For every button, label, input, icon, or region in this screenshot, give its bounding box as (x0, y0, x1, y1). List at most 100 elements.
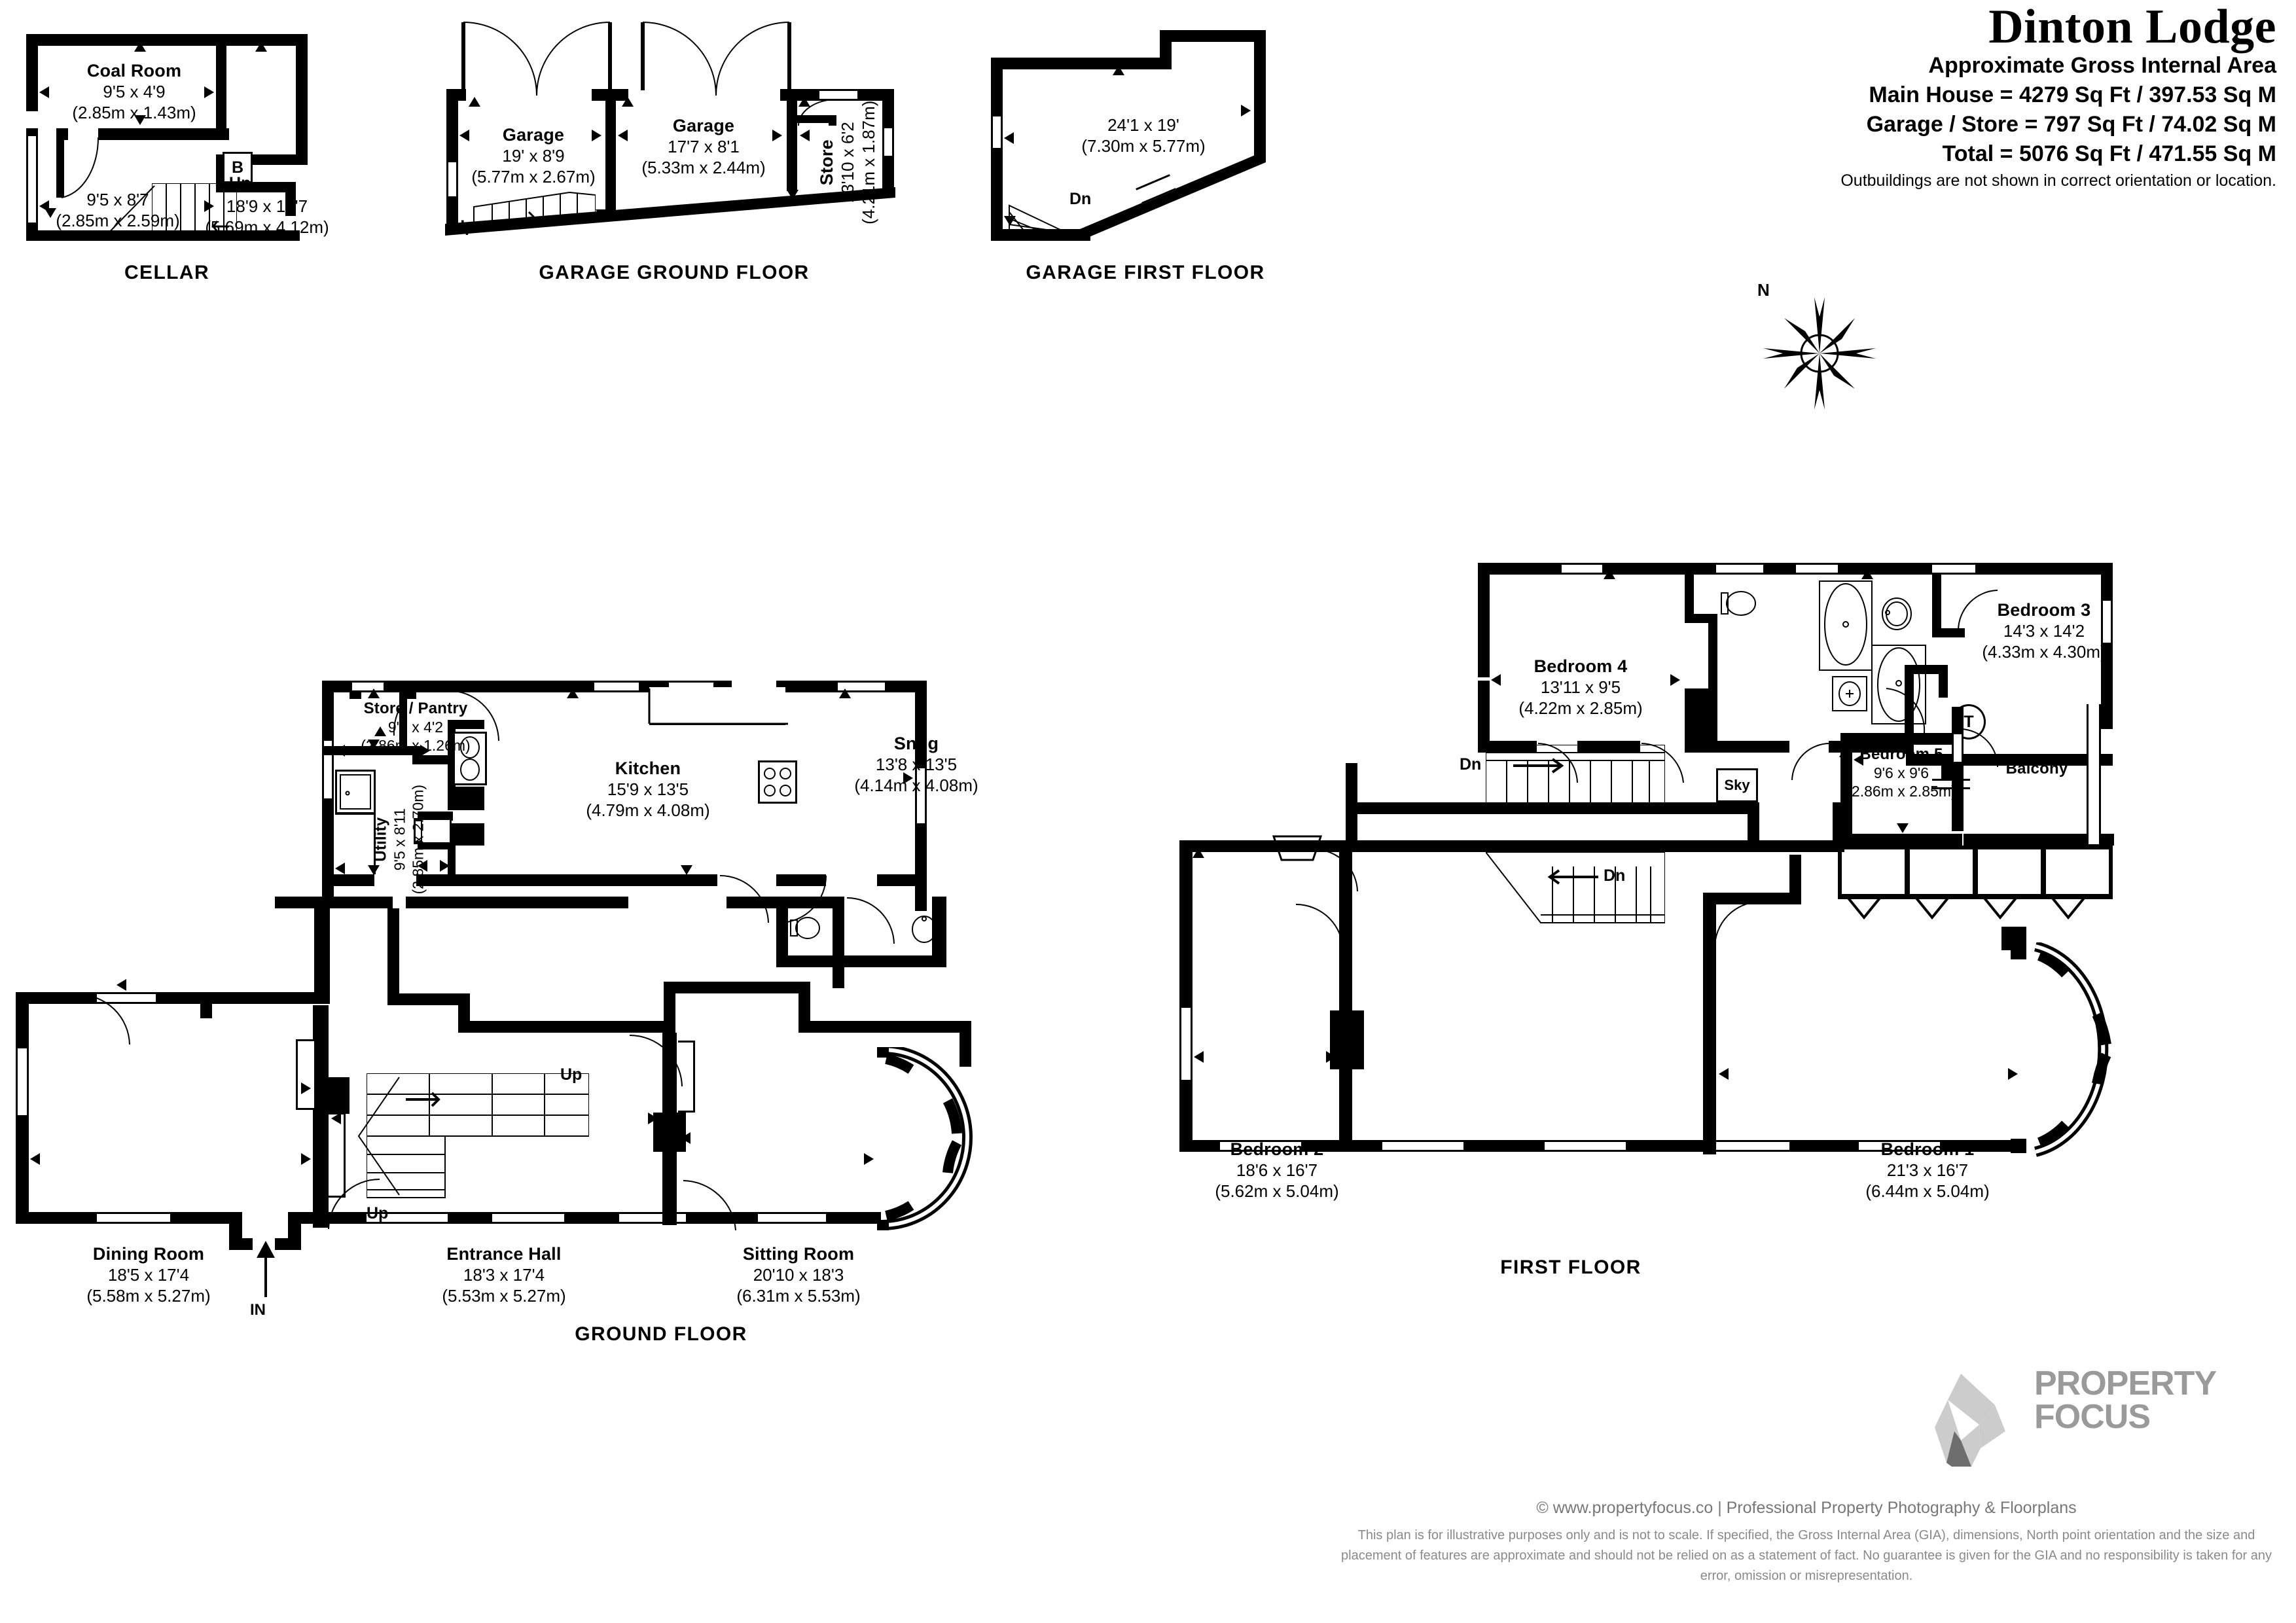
header-garage-area: Garage / Store = 797 Sq Ft / 74.02 Sq M (1866, 111, 2276, 137)
gf-up-label-2: Up (367, 1204, 389, 1222)
gf-window-main-bot-4 (619, 1212, 690, 1224)
gf-window-main-bot-1 (97, 1212, 174, 1224)
ff-stair-arrow-up (1513, 758, 1564, 774)
ff-bathroom-basin-2 (1832, 676, 1867, 711)
ff-window-bot-2 (1382, 1140, 1467, 1152)
gf-window-main-left (16, 1048, 29, 1122)
gf-wc-door-arc (846, 897, 895, 944)
gf-window-main-bot-2 (367, 1212, 452, 1224)
room-label-coal-room: Coal Room 9'5 x 4'9 (2.85m x 1.43m) (72, 61, 196, 122)
plan-header: Dinton Lodge Approximate Gross Internal … (1840, 3, 2276, 191)
room-label-bedroom-5: Bedroom 5 9'6 x 9'6 (2.86m x 2.85m) (1846, 745, 1956, 800)
logo-text: PROPERTY FOCUS (2034, 1364, 2217, 1436)
gf-hall-sitting-door-arc (629, 1035, 683, 1087)
room-label-bedroom-4: Bedroom 4 13'11 x 9'5 (4.22m x 2.85m) (1518, 656, 1643, 718)
room-label-bedroom-3: Bedroom 3 14'3 x 14'2 (4.33m x 4.30m) (1982, 600, 2106, 662)
header-total-area: Total = 5076 Sq Ft / 471.55 Sq M (1942, 141, 2277, 166)
gf-bay-window (882, 1047, 973, 1230)
ground-floor-plan: IN (0, 615, 1113, 1623)
garage-first-left-window (991, 116, 1003, 151)
room-label-cellar-lower: 9'5 x 8'7 (2.85m x 2.59m) (56, 190, 180, 230)
garage-door-arcs (461, 22, 791, 96)
ff-bed1-door-arc (1714, 901, 1760, 948)
room-label-entrance-hall: Entrance Hall 18'3 x 17'4 (5.53m x 5.27m… (442, 1244, 566, 1306)
logo-mark (1935, 1374, 2005, 1467)
floor-title-ground: GROUND FLOOR (575, 1323, 747, 1345)
room-label-dining-room: Dining Room 18'5 x 17'4 (5.58m x 5.27m) (86, 1244, 211, 1306)
floor-title-garage-ground: GARAGE GROUND FLOOR (539, 262, 810, 283)
cellar-stair-nosing (101, 185, 155, 240)
first-floor-plan: T (1145, 484, 2296, 1466)
gf-dn-label: Dn (327, 1090, 350, 1109)
cellar-plan: B Up Coal Room (0, 0, 406, 563)
gf-window-main-top-1 (97, 992, 160, 1004)
room-label-sitting-room: Sitting Room 20'10 x 18'3 (6.31m x 5.53m… (736, 1244, 861, 1306)
ff-bed3-door-arc-1 (1791, 743, 1831, 781)
garage-first-angled-wall (1080, 151, 1266, 241)
gf-stair-diagonal (357, 1077, 400, 1196)
ff-window-right-bed3 (2101, 601, 2113, 648)
ff-window-top-2 (1716, 563, 1767, 575)
gf-main-staircase (366, 1073, 590, 1204)
room-label-balcony: Balcony (2005, 760, 2068, 777)
room-label-garage-1: Garage 19' x 8'9 (5.77m x 2.67m) (471, 125, 596, 187)
room-label-bedroom-1: Bedroom 1 21'3 x 16'7 (6.44m x 5.04m) (1865, 1139, 1990, 1201)
garage-left-window (446, 162, 458, 200)
room-label-store-pantry: Store / Pantry 9'5 x 4'2 (2.86m x 1.26m) (361, 700, 471, 755)
gf-sitting-door-arc (683, 1180, 736, 1231)
header-subtitle: Approximate Gross Internal Area (1928, 53, 2276, 78)
gf-entrance-door (257, 1241, 275, 1297)
ff-bed2-door-arc (1295, 904, 1344, 951)
cellar-door-arc (61, 137, 99, 198)
ff-window-bed2-left (1179, 1008, 1193, 1086)
garage-right-window (882, 128, 894, 158)
gf-wc-basin (912, 916, 937, 943)
kitchen-hob-burners (460, 736, 480, 781)
garage-first-staircase (1007, 187, 1064, 234)
ff-bathroom-bath-2 (1871, 645, 1926, 724)
cellar-up-label: Up (229, 174, 251, 192)
copyright-line: © www.propertyfocus.co | Professional Pr… (1536, 1499, 2077, 1517)
property-focus-logo: PROPERTY FOCUS (1924, 1366, 2251, 1469)
gf-snug-door-arc (780, 875, 827, 923)
gf-up-label-1: Up (560, 1065, 583, 1084)
ff-landing-door-arc (1315, 849, 1358, 892)
utility-sink (335, 770, 376, 814)
ff-bathroom-toilet (1721, 591, 1756, 616)
ff-bed2-fireplace (1272, 835, 1323, 861)
room-label-cellar-main: 18'9 x 13'7 (5.69m x 4.12m) (205, 196, 329, 237)
gf-hall-recess (329, 1113, 346, 1198)
room-label-kitchen: Kitchen 15'9 x 13'5 (4.79m x 4.08m) (586, 758, 710, 820)
ff-bed5-window (1952, 734, 1964, 767)
room-label-garage-2: Garage 17'7 x 8'1 (5.33m x 2.44m) (641, 116, 766, 177)
ff-balcony-rail (2087, 704, 2101, 844)
kitchen-worktop-line (648, 688, 788, 725)
ff-landing-staircase-down (1484, 851, 1666, 931)
gf-window-left-utility (322, 741, 334, 804)
ff-bed3-door-arc-2 (1958, 590, 1998, 630)
kitchen-range (758, 760, 797, 804)
room-label-bedroom-2: Bedroom 2 18'6 x 16'7 (5.62m x 5.04m) (1215, 1139, 1339, 1201)
ff-bed1-wardrobes (1838, 846, 2113, 920)
boiler-marker-cellar: B (223, 152, 253, 183)
ff-dn-label-1: Dn (1460, 755, 1482, 774)
ff-window-bot-4 (1706, 1140, 1793, 1152)
garage-top-window (819, 89, 861, 101)
plan-footer: © www.propertyfocus.co | Professional Pr… (1329, 1499, 2284, 1586)
ff-window-bed2-bot (1220, 1140, 1305, 1152)
ff-stair-arrow-down (1547, 869, 1598, 885)
kitchen-range-burners (764, 768, 791, 796)
garage-first-dn-label: Dn (1069, 190, 1092, 208)
compass-north-label: N (1757, 280, 1770, 300)
gf-window-main-bot-3 (492, 1212, 568, 1224)
ff-bed5-door-arc (1960, 728, 1998, 768)
ff-window-bot-3 (1545, 1140, 1630, 1152)
header-main-house-area: Main House = 4279 Sq Ft / 397.53 Sq M (1869, 82, 2276, 107)
gf-hall-door-arc-1 (328, 1179, 380, 1230)
room-label-utility: Utility 9'5 x 8'11 (2.85m x 2.70m) (372, 784, 427, 895)
gf-window-right-snug (915, 768, 927, 829)
gf-dining-recess (296, 1039, 314, 1110)
ff-window-top-3 (1796, 563, 1842, 575)
garage-first-floor-plan: Dn 24'1 x 19' (7.30m x 5.77m) GARAGE FIR… (949, 0, 1538, 563)
gf-pantry-door-arc (393, 687, 430, 736)
